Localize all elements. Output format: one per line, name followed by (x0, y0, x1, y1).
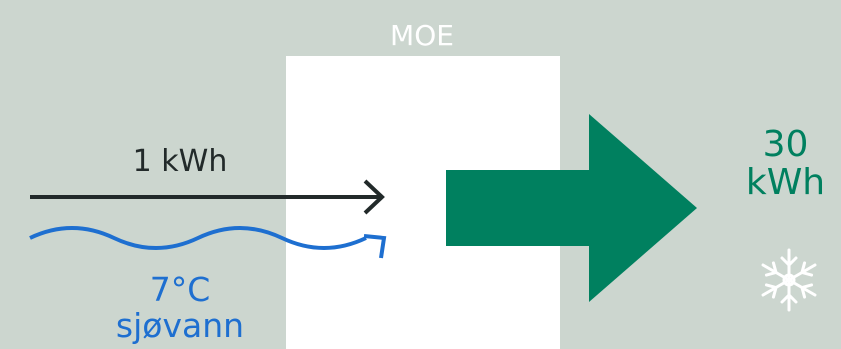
output-energy-label: 30 kWh (730, 126, 841, 202)
seawater-name: sjøvann (115, 306, 245, 345)
seawater-wave-arrow (29, 226, 387, 259)
seawater-temperature: 7°C (149, 270, 211, 309)
output-energy-value: 30 (762, 124, 809, 165)
output-arrow (446, 114, 697, 302)
machine-label: MOE (390, 19, 454, 52)
seawater-label: 7°C sjøvann (95, 272, 265, 344)
energy-input-arrow (30, 179, 385, 215)
energy-input-label: 1 kWh (132, 144, 228, 179)
snowflake-icon (761, 248, 817, 312)
output-energy-unit: kWh (745, 162, 826, 203)
